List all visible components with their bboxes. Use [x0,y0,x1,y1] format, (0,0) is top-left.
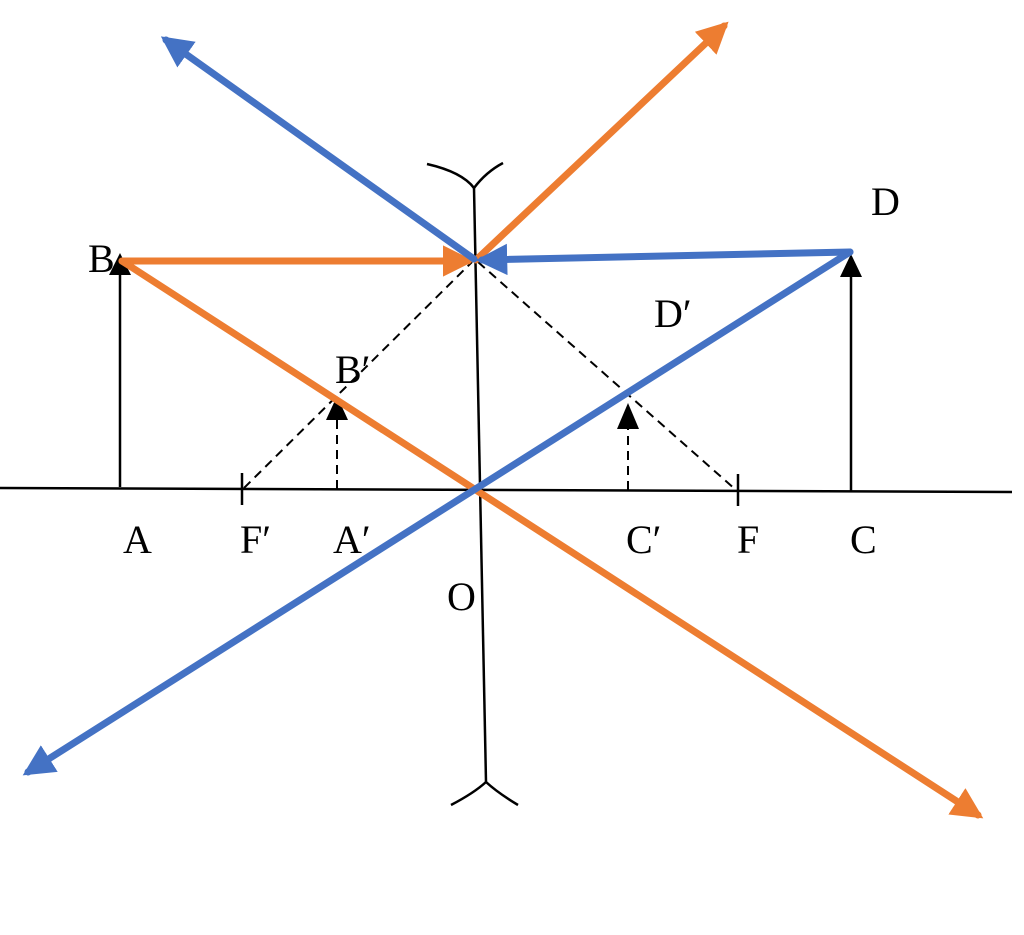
ray-d-diverging [160,36,478,263]
orange-rays [118,21,984,819]
label-d: D [871,179,900,224]
ray-b-diverging [472,21,729,264]
construction-lines [243,261,737,491]
ray-b-through-center [118,257,984,819]
dashed-line-f-prime-to-lens [243,261,473,489]
label-b: B [88,236,115,281]
label-a: A [123,517,152,562]
lens-bottom-cap [450,780,519,807]
image-arrowhead-b-prime [326,396,348,420]
object-arrowhead-b [109,253,131,275]
dashed-line-lens-to-f [477,261,737,491]
image-arrowhead-d-prime [617,403,639,429]
object-arrowhead-d [840,254,862,277]
label-f-prime: F′ [240,517,271,562]
label-c: C [850,517,877,562]
label-d-prime: D′ [654,291,692,336]
label-a-prime: A′ [333,517,371,562]
label-f: F [737,517,759,562]
ray-d-parallel [475,243,854,276]
ray-d-through-center [22,248,854,776]
lens-top-cap [426,161,504,191]
principal-axis [0,486,1013,494]
label-c-prime: C′ [626,517,661,562]
blue-rays [22,36,854,776]
label-b-prime: B′ [335,347,370,392]
label-o: O [447,574,476,619]
